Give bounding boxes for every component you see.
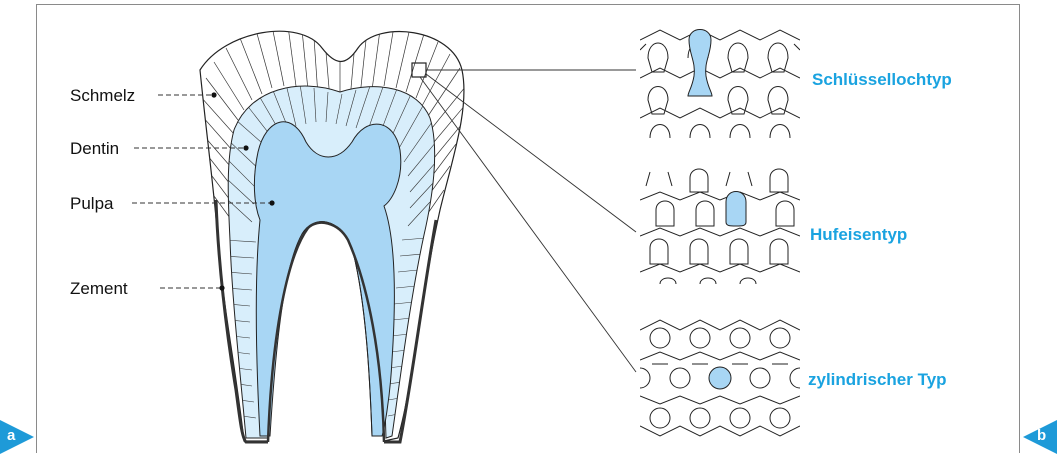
label-cylindrical-type: zylindrischer Typ — [808, 370, 947, 390]
label-pulp: Pulpa — [70, 194, 113, 214]
label-enamel: Schmelz — [70, 86, 135, 106]
label-dentin: Dentin — [70, 139, 119, 159]
label-cementum: Zement — [70, 279, 128, 299]
label-keyhole-type: Schlüssellochtyp — [812, 70, 952, 90]
horseshoe-pattern — [640, 169, 800, 284]
keyhole-pattern — [640, 30, 800, 139]
panel-a-letter: a — [7, 427, 15, 444]
cylindrical-pattern — [630, 320, 810, 436]
panel-b-letter: b — [1037, 427, 1046, 444]
panel-a-badge — [0, 420, 34, 454]
pulp — [254, 122, 400, 436]
label-horseshoe-type: Hufeisentyp — [810, 225, 907, 245]
